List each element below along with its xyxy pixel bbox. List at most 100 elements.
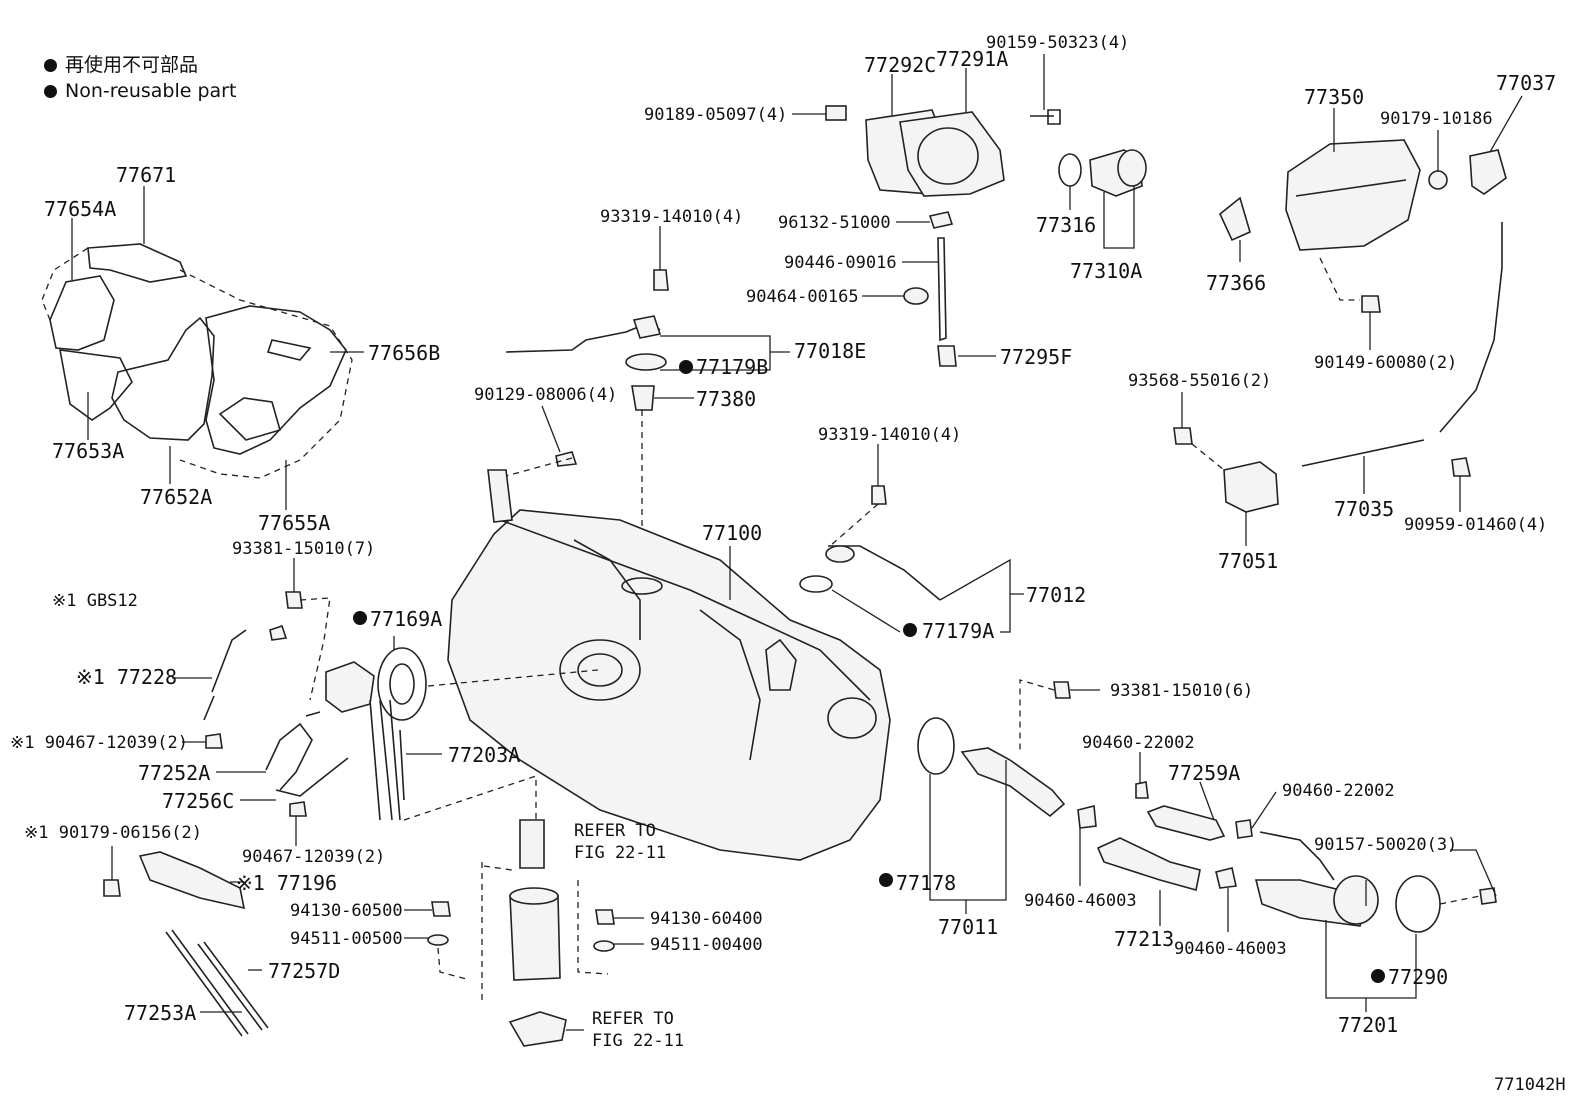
screw-93319b: [871, 485, 887, 505]
washer-94511b: [593, 940, 615, 952]
pump-filter-sleeve: [519, 819, 545, 869]
label-90446-09016: 90446-09016: [784, 253, 897, 273]
label-93568-55016: 93568-55016(2): [1128, 371, 1271, 391]
insulator-77654A-shape: [49, 275, 115, 351]
lid-opener-77037: [1469, 149, 1507, 195]
label-77253A: 77253A: [124, 1001, 196, 1025]
pipe-77011: [960, 747, 1066, 818]
label-refer-to-1a: REFER TO: [574, 821, 656, 841]
bolt-90157: [1479, 887, 1497, 905]
vent-flange: [825, 545, 855, 563]
cable-77035-lower: [1301, 439, 1425, 467]
tank-bracket: [487, 469, 513, 523]
label-90460-46003-a: 90460-46003: [1024, 891, 1137, 911]
spring-77366: [1219, 196, 1251, 242]
clip-96132: [928, 211, 954, 229]
label-90149-60080: 90149-60080(2): [1314, 353, 1457, 373]
washer-dash: [437, 947, 471, 981]
vent-dash: [829, 503, 879, 547]
filler-dash: [1019, 679, 1055, 750]
insulator-77653A-shape: [59, 349, 133, 421]
nonreusable-dot-77169A: [353, 611, 367, 625]
label-77051: 77051: [1218, 549, 1278, 573]
insulator-dash-outline: [41, 247, 353, 479]
label-refer-to-2a: REFER TO: [592, 1009, 674, 1029]
label-gbs12-note: ※1 GBS12: [52, 591, 138, 611]
label-77252A: 77252A: [138, 761, 210, 785]
clamp-90460a: [1135, 781, 1149, 799]
fuel-pump: [509, 895, 561, 981]
nonreusable-dot-77178: [879, 873, 893, 887]
gasket-77169A-inner: [389, 663, 415, 705]
vent-tube-77012: [799, 485, 941, 601]
clamp-90460d: [1215, 867, 1237, 889]
insulator-77671-shape: [87, 243, 188, 283]
insulator-slot-2: [218, 397, 281, 441]
label-90189-05097: 90189-05097(4): [644, 105, 787, 125]
label-77366: 77366: [1206, 271, 1266, 295]
label-77380: 77380: [696, 387, 756, 411]
label-90460-22002-b: 90460-22002: [1282, 781, 1395, 801]
label-77203A: 77203A: [448, 743, 520, 767]
label-77292C: 77292C: [864, 53, 936, 77]
fuel-cap-77310A: [1089, 149, 1147, 197]
label-77653A: 77653A: [52, 439, 124, 463]
non-reusable-dot-icon: [44, 85, 57, 98]
label-90179-10186: 90179-10186: [1380, 109, 1493, 129]
bolt-dash: [505, 457, 573, 477]
tank-pump-opening: [559, 639, 641, 701]
label-77290: 77290: [1388, 965, 1448, 989]
pump-bracket-dash: [481, 862, 609, 1000]
hose-77252A: [265, 711, 321, 791]
label-77256C: 77256C: [162, 789, 234, 813]
pump-bracket-flange: [325, 661, 375, 713]
label-77037: 77037: [1496, 71, 1556, 95]
drawing-code: 771042H: [1494, 1075, 1566, 1095]
label-77257D: 77257D: [268, 959, 340, 983]
tank-seam: [499, 519, 871, 701]
lid-dash: [1319, 257, 1360, 301]
tank-bracket-2: [765, 638, 797, 691]
label-77652A: 77652A: [140, 485, 212, 509]
label-77655A: 77655A: [258, 511, 330, 535]
pump-bolt-dash: [299, 597, 331, 701]
gasket-77179A: [799, 575, 833, 593]
tank-rib: [573, 539, 641, 640]
bushing-90179: [1428, 170, 1448, 190]
fuel-filler-housing: [825, 105, 1061, 367]
breather-tube: [1259, 831, 1335, 881]
tank-rib-2: [699, 609, 761, 761]
heat-insulator-assembly: [41, 243, 353, 479]
clamp-90460b: [1235, 819, 1253, 839]
tank-gauge-opening: [621, 577, 663, 595]
nonreusable-dot-77290: [1371, 969, 1385, 983]
lid-panel: [1285, 139, 1421, 251]
fuel-pump-top: [509, 887, 559, 905]
label-77259A: 77259A: [1168, 761, 1240, 785]
legend-jp-text: 再使用不可部品: [65, 54, 199, 76]
insulator-77655A-shape: [205, 305, 347, 455]
clamp-90464: [903, 287, 929, 305]
pump-strainer: [508, 1011, 567, 1047]
hose-77259A: [1146, 805, 1226, 841]
label-77316: 77316: [1036, 213, 1096, 237]
pump-dash: [403, 775, 537, 821]
label-77201: 77201: [1338, 1013, 1398, 1037]
label-90157-50020: 90157-50020(3): [1314, 835, 1457, 855]
lock-dash: [1191, 443, 1225, 471]
label-94511-00400: 94511-00400: [650, 935, 763, 955]
clamp-90467a: [205, 733, 223, 749]
label-77350: 77350: [1304, 85, 1364, 109]
hose-77228: [203, 629, 247, 721]
housing-opening: [917, 127, 979, 185]
label-90467-12039-b: 90467-12039(2): [242, 847, 385, 867]
label-refer-to-1b: FIG 22-11: [574, 843, 666, 863]
label-77213: 77213: [1114, 927, 1174, 951]
sender-gauge-77018E: [505, 269, 669, 580]
tube-77253A: [165, 929, 249, 1037]
hose-77256C: [275, 757, 349, 797]
label-77178: 77178: [896, 871, 956, 895]
label-96132-51000: 96132-51000: [778, 213, 891, 233]
legend-en-text: Non-reusable part: [65, 80, 237, 102]
washer-94511a: [427, 934, 449, 946]
